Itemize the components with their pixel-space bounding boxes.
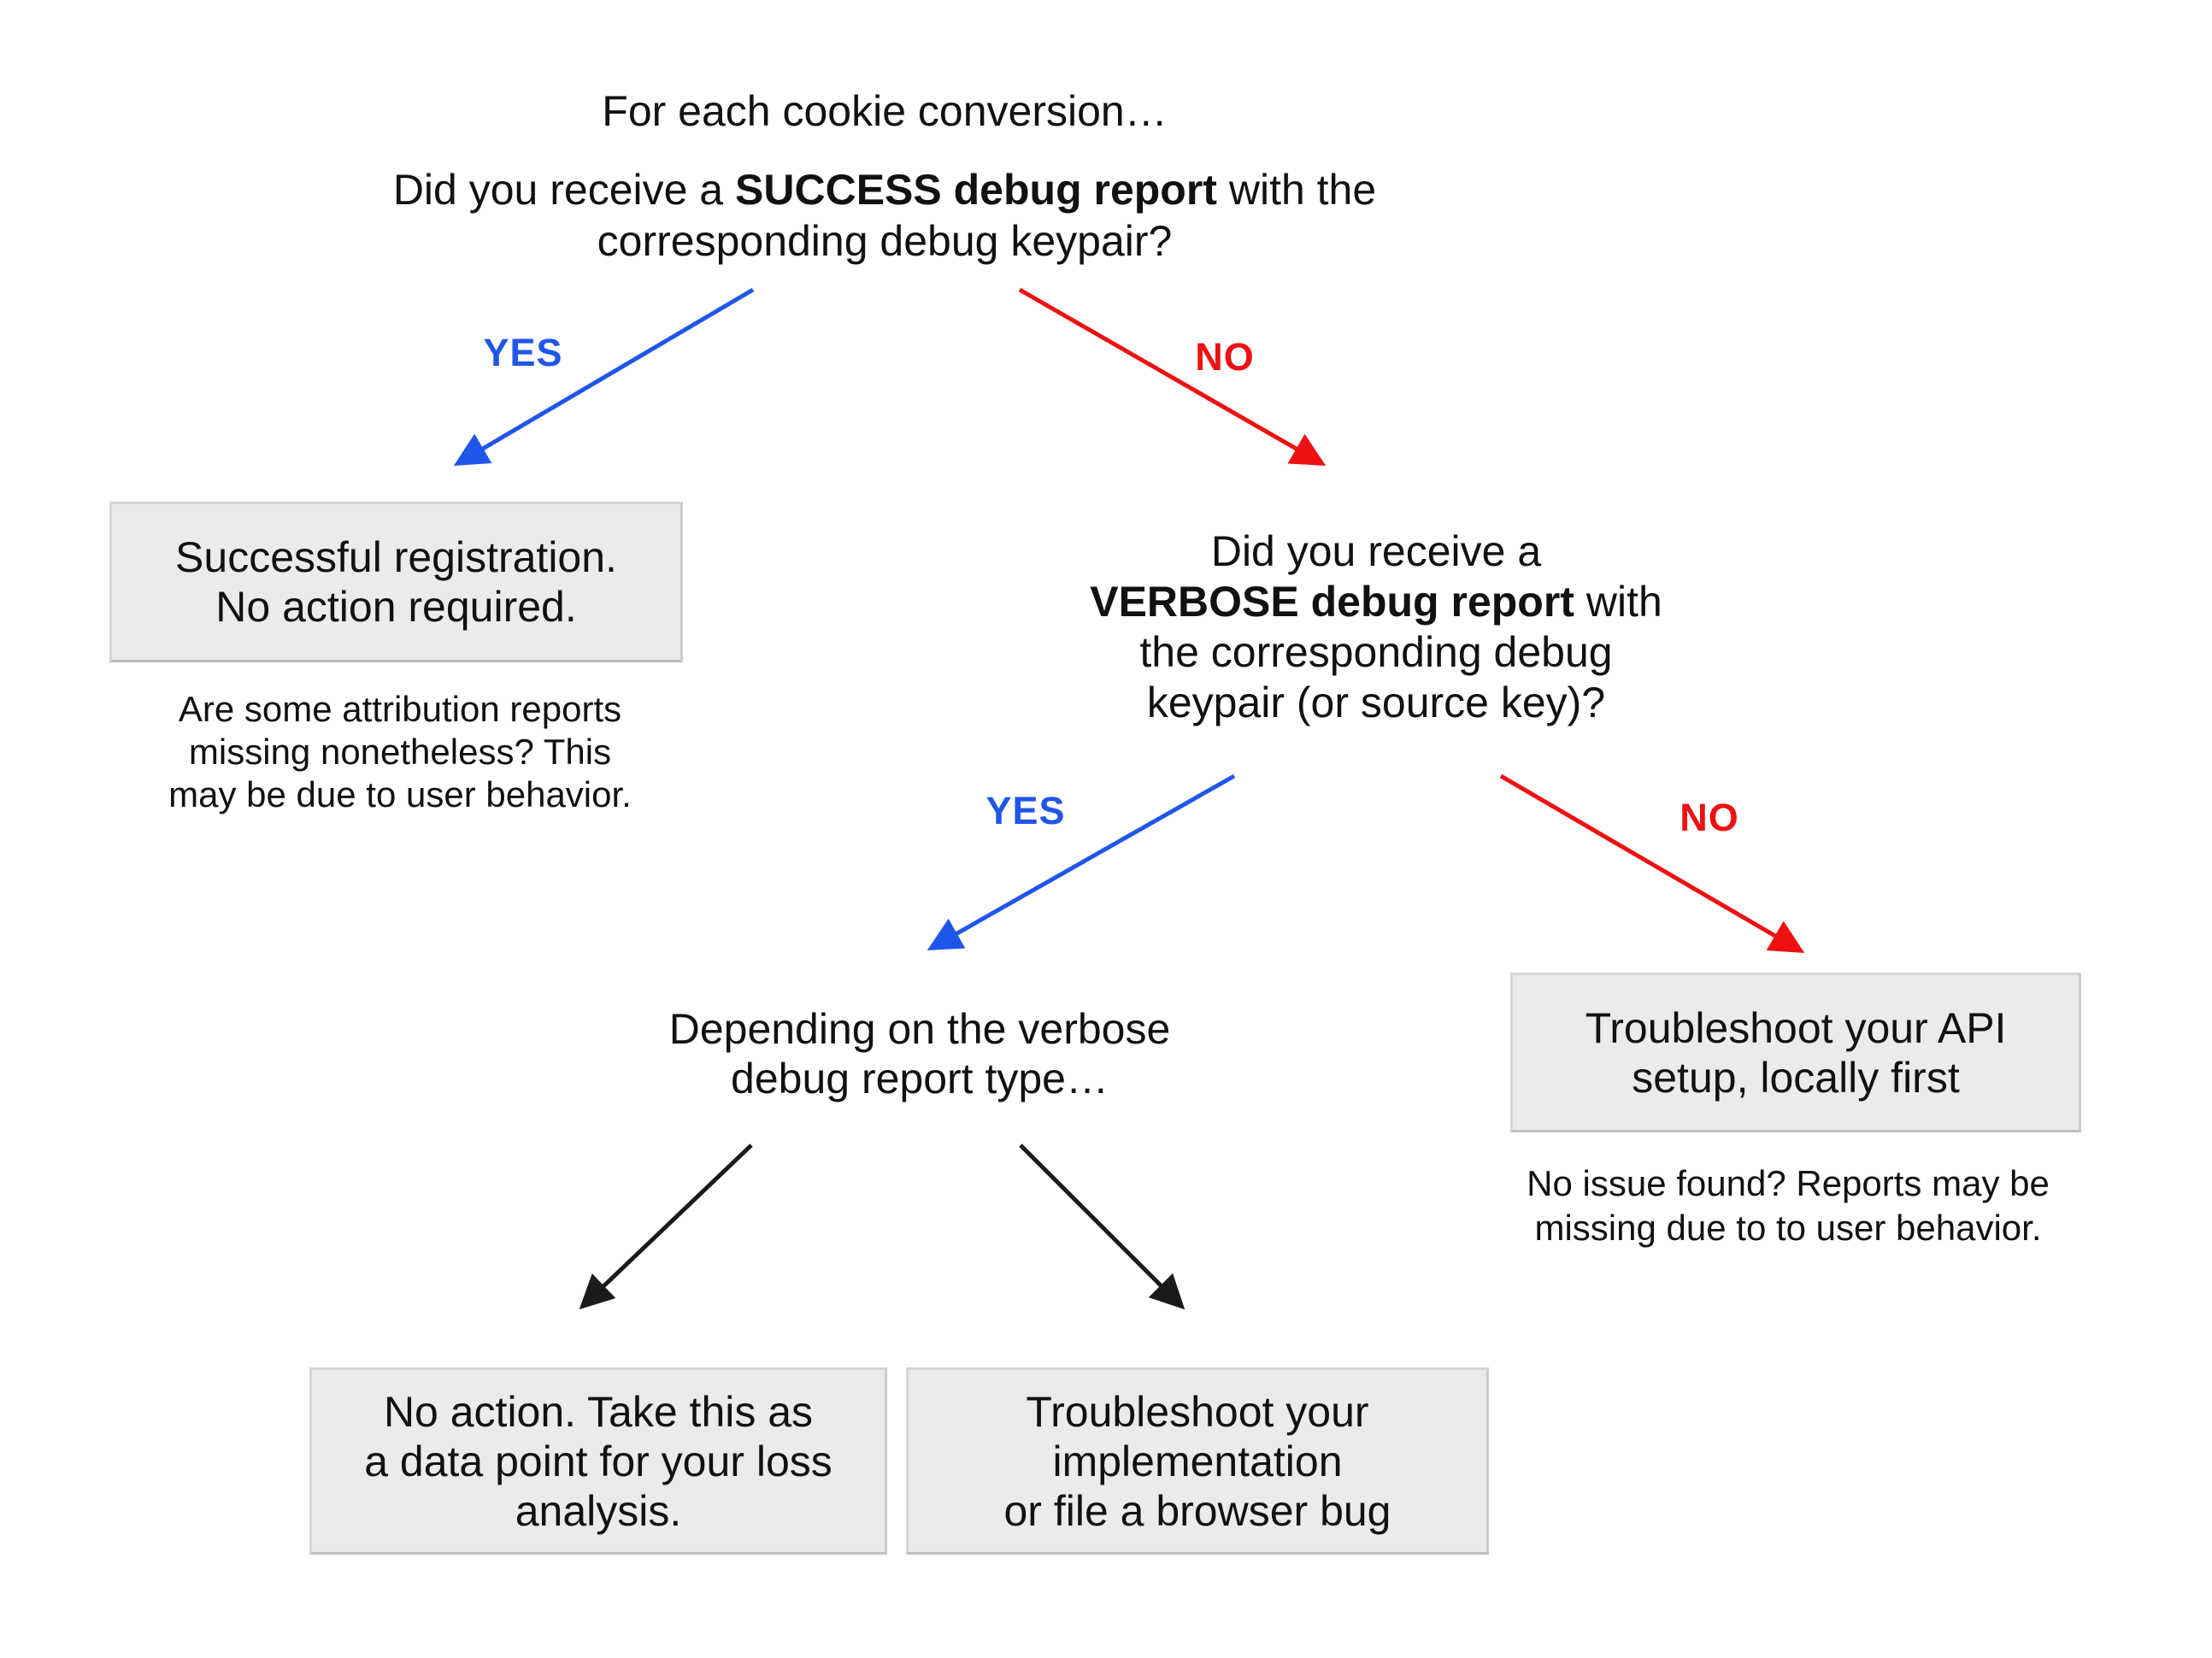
no-label-level1: NO: [1195, 335, 1255, 379]
no-action-line3: analysis.: [515, 1486, 682, 1535]
yes-label-level2: YES: [985, 789, 1066, 832]
intro-text: For each cookie conversion…: [602, 87, 1168, 135]
verbose-question-line1: Did you receive a: [1210, 527, 1542, 575]
no-action-box: No action. Take this as a data point for…: [309, 1367, 887, 1555]
implementation-line3: or file a browser bug: [1003, 1486, 1391, 1535]
yes-arrow-level1: [453, 287, 755, 467]
api-troubleshoot-box: Troubleshoot your API setup, locally fir…: [1510, 973, 2081, 1132]
success-note-line2: missing nonetheless? This: [188, 732, 612, 772]
root-question-line1: Did you receive a SUCCESS debug report w…: [392, 166, 1377, 214]
verbose-question-line4: keypair (or source key)?: [1146, 679, 1606, 726]
success-box-line2: No action required.: [215, 583, 577, 631]
implementation-line1: Troubleshoot your: [1026, 1387, 1369, 1436]
depending-line2: debug report type…: [731, 1055, 1109, 1102]
verbose-question-line2: VERBOSE debug report with: [1090, 578, 1662, 626]
api-note-line2: missing due to to user behavior.: [1534, 1208, 2042, 1248]
verbose-question-line3: the corresponding debug: [1139, 628, 1613, 676]
no-label-level2: NO: [1680, 796, 1739, 839]
root-question: Did you receive a SUCCESS debug report w…: [393, 164, 1376, 267]
success-box-line1: Successful registration.: [175, 533, 617, 581]
api-note: No issue found? Reports may be missing d…: [1527, 1161, 2050, 1250]
depending-line1: Depending on the verbose: [668, 1005, 1171, 1053]
root-question-line2: corresponding debug keypair?: [597, 217, 1173, 265]
api-box-line1: Troubleshoot your API: [1585, 1003, 2007, 1052]
api-note-line1: No issue found? Reports may be: [1527, 1163, 2050, 1203]
verbose-question-bold: VERBOSE debug report: [1090, 578, 1574, 626]
success-registration-box: Successful registration. No action requi…: [109, 502, 683, 662]
success-note-line3: may be due to user behavior.: [168, 774, 632, 814]
root-question-bold: SUCCESS debug report: [735, 166, 1217, 214]
verbose-right-arrow: [1019, 1144, 1185, 1310]
no-arrow-level2: [1499, 773, 1805, 954]
success-note: Are some attribution reports missing non…: [168, 688, 632, 816]
depending-text: Depending on the verbose debug report ty…: [669, 1004, 1171, 1103]
verbose-question: Did you receive a VERBOSE debug report w…: [1090, 526, 1662, 728]
success-note-line1: Are some attribution reports: [178, 689, 622, 729]
verbose-left-arrow: [579, 1144, 753, 1310]
yes-label-level1: YES: [483, 331, 563, 374]
implementation-line2: implementation: [1052, 1437, 1343, 1485]
no-action-line1: No action. Take this as: [383, 1387, 814, 1436]
no-arrow-level1: [1018, 287, 1327, 466]
api-box-line2: setup, locally first: [1632, 1053, 1960, 1102]
yes-arrow-level2: [927, 773, 1236, 950]
implementation-box: Troubleshoot your implementation or file…: [906, 1367, 1489, 1555]
no-action-line2: a data point for your loss: [364, 1437, 832, 1485]
